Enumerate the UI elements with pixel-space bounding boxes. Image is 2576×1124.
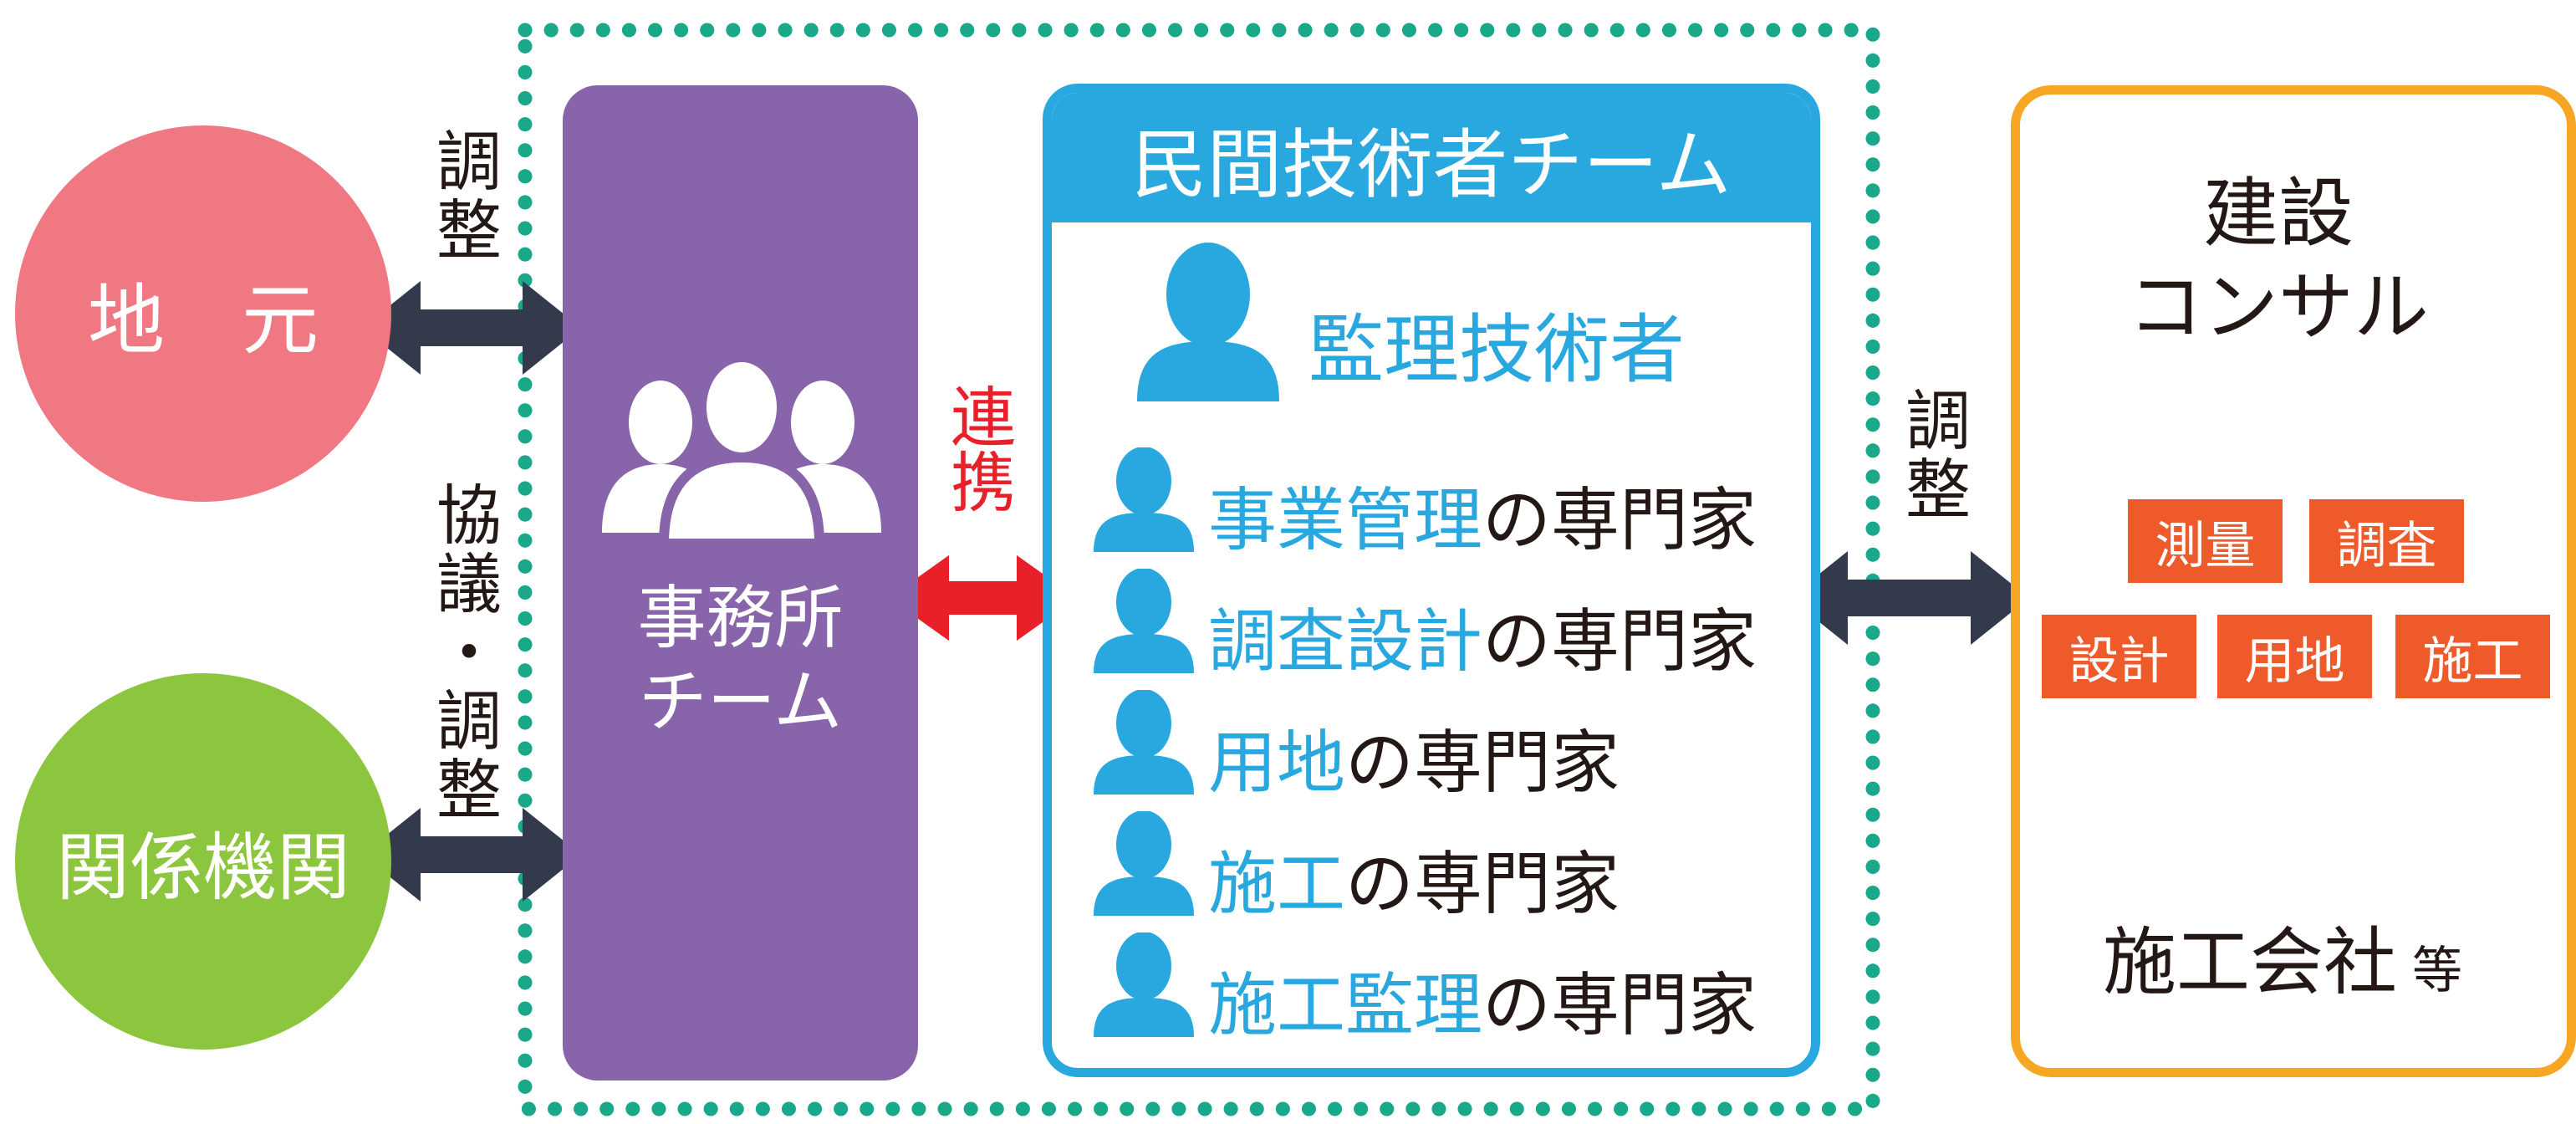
local-community-node: 地 元 (15, 125, 391, 502)
consultant-contractor-box (2011, 85, 2576, 1077)
expert-person-icon (1094, 811, 1194, 916)
local-community-label: 地 元 (87, 275, 319, 365)
expert-suffix: の専門家 (1482, 602, 1757, 682)
expert-suffix: の専門家 (1345, 723, 1620, 803)
expert-field: 調査設計 (1208, 602, 1483, 682)
expert-person-icon (1094, 569, 1194, 673)
expert-person-icon (1094, 447, 1194, 552)
expert-field: 施工監理 (1208, 966, 1483, 1045)
expert-field: 施工 (1208, 845, 1346, 924)
expert-suffix: の専門家 (1345, 845, 1620, 924)
consultant-link-label: 調整 (1895, 386, 1970, 524)
local-link-label: 調整 (426, 127, 501, 264)
cooperation-label: 連携 (940, 383, 1015, 513)
agency-office-arrow (362, 808, 581, 902)
office-team-label: 事務所 チーム (563, 577, 918, 744)
expert-item: 施工監理の専門家 (1208, 949, 1757, 1049)
tag-design: 設計 (2042, 615, 2196, 698)
expert-item: 事業管理の専門家 (1208, 464, 1757, 564)
supervisor-label: 監理技術者 (1308, 306, 1685, 394)
expert-suffix: の専門家 (1482, 481, 1757, 560)
consultant-title: 建設 コンサル (2011, 167, 2546, 355)
expert-field: 事業管理 (1208, 481, 1483, 560)
expert-item: 用地の専門家 (1208, 707, 1620, 806)
office-team-label-line2: チーム (638, 662, 843, 742)
office-team-box (563, 85, 918, 1081)
private-team-title: 民間技術者チーム (1052, 93, 1811, 222)
expert-person-icon (1094, 932, 1194, 1037)
contractor-suffix: 等 (2412, 942, 2463, 1000)
expert-suffix: の専門家 (1482, 966, 1757, 1045)
consultant-title-line1: 建設 (2203, 170, 2354, 258)
agency-link-label: 協議・調整 (426, 481, 501, 824)
expert-person-icon (1094, 690, 1194, 794)
supervisor-person-icon (1137, 243, 1279, 401)
tag-construction: 施工 (2395, 615, 2550, 698)
office-team-label-line1: 事務所 (637, 579, 844, 658)
tag-investigation: 調査 (2309, 499, 2464, 583)
contractor-label: 施工会社等 (2103, 903, 2462, 1009)
local-office-arrow (362, 281, 581, 375)
expert-item: 施工の専門家 (1208, 828, 1620, 927)
expert-field: 用地 (1208, 723, 1346, 803)
tag-land: 用地 (2217, 615, 2372, 698)
related-agencies-label: 関係機関 (55, 824, 350, 911)
expert-item: 調査設計の専門家 (1208, 585, 1757, 685)
dotted-frame (518, 23, 1880, 1116)
consultant-title-line2: コンサル (2128, 263, 2429, 351)
contractor-name: 施工会社 (2103, 919, 2398, 1005)
team-consultant-arrow (1789, 551, 2029, 645)
group-people-icon (602, 355, 881, 544)
related-agencies-node: 関係機関 (15, 673, 391, 1050)
tag-survey: 測量 (2128, 499, 2283, 583)
